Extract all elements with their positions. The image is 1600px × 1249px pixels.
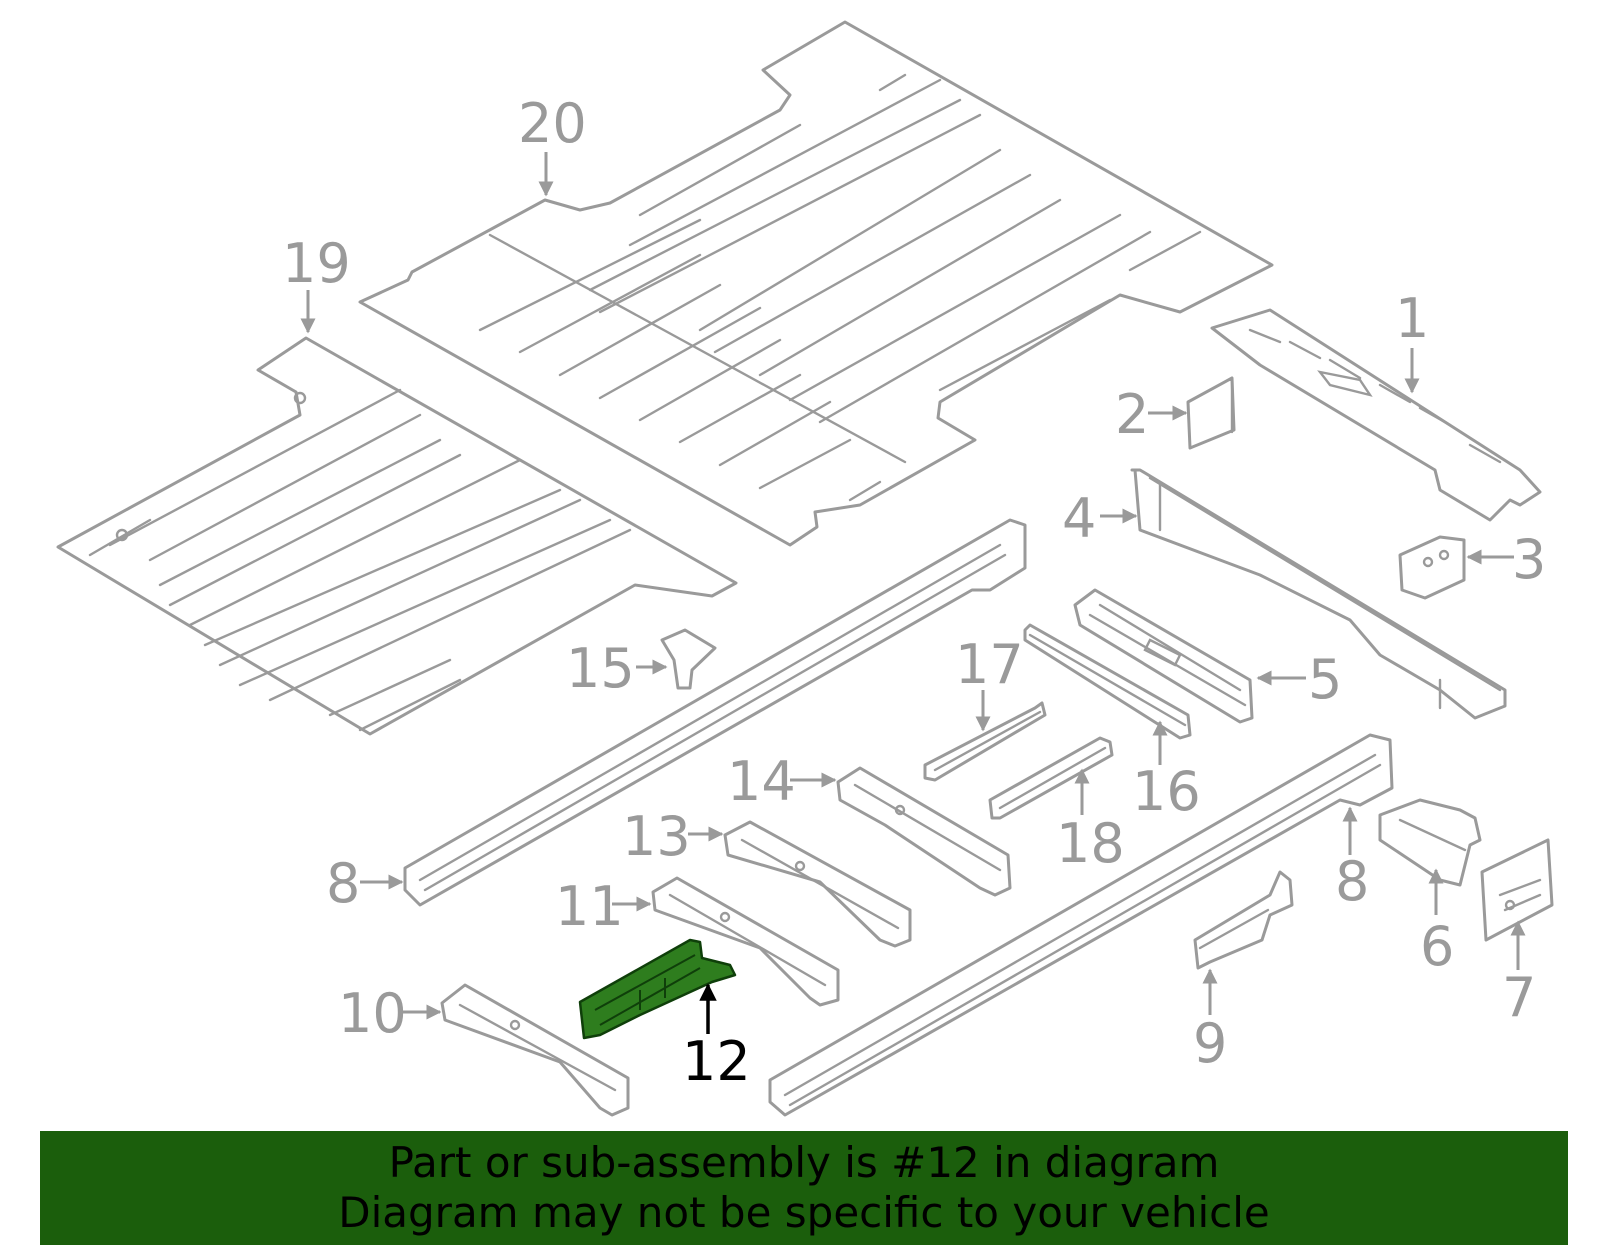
crossmember-10	[440, 983, 630, 1117]
callout-arrows	[300, 152, 1526, 1034]
crossmember-1	[1210, 308, 1542, 522]
callout-4: 4	[1062, 487, 1096, 550]
callout-16: 16	[1132, 760, 1201, 823]
callout-11: 11	[555, 875, 624, 938]
brace-17	[923, 701, 1047, 782]
callout-1: 1	[1395, 287, 1429, 350]
callout-3: 3	[1512, 528, 1546, 591]
crossmember-14	[836, 766, 1012, 897]
bracket-2	[1186, 376, 1236, 450]
callout-13: 13	[622, 805, 691, 868]
callout-labels: 20 19 1 2 3 4 5 6 7 8 8 9 10 11 12 13 14…	[282, 92, 1546, 1093]
callout-12: 12	[682, 1030, 751, 1093]
brace-18	[988, 736, 1114, 820]
crossmember-11	[651, 876, 840, 1007]
crossmember-5	[1073, 588, 1254, 724]
banner-line-1: Part or sub-assembly is #12 in diagram	[388, 1138, 1220, 1187]
banner-line-2: Diagram may not be specific to your vehi…	[338, 1188, 1270, 1237]
callout-15: 15	[566, 637, 635, 700]
side-rail-8-left	[403, 518, 1027, 907]
brace-16	[1023, 623, 1192, 740]
bracket-9	[1193, 870, 1294, 970]
callout-14: 14	[727, 750, 796, 813]
panel-7	[1480, 838, 1554, 942]
callout-7: 7	[1502, 966, 1536, 1029]
bracket-6	[1378, 798, 1482, 887]
callout-17: 17	[955, 633, 1024, 696]
floor-panel-19	[56, 336, 738, 736]
bracket-15	[660, 628, 717, 690]
bracket-3	[1398, 535, 1466, 600]
callout-20: 20	[518, 92, 587, 155]
info-banner: Part or sub-assembly is #12 in diagram D…	[40, 1131, 1568, 1245]
floor-panel-20	[358, 20, 1274, 547]
callout-6: 6	[1420, 915, 1454, 978]
callout-18: 18	[1056, 812, 1125, 875]
crossmember-12-highlighted[interactable]	[578, 938, 737, 1040]
callout-8-left: 8	[326, 852, 360, 915]
crossmember-13	[723, 820, 912, 948]
callout-2: 2	[1115, 383, 1149, 446]
callout-10: 10	[338, 982, 407, 1045]
callout-5: 5	[1308, 648, 1342, 711]
callout-9: 9	[1193, 1012, 1227, 1075]
rail-4	[1130, 468, 1507, 720]
callout-8-right: 8	[1335, 850, 1369, 913]
callout-19: 19	[282, 232, 351, 295]
side-rail-8-right	[768, 733, 1394, 1117]
